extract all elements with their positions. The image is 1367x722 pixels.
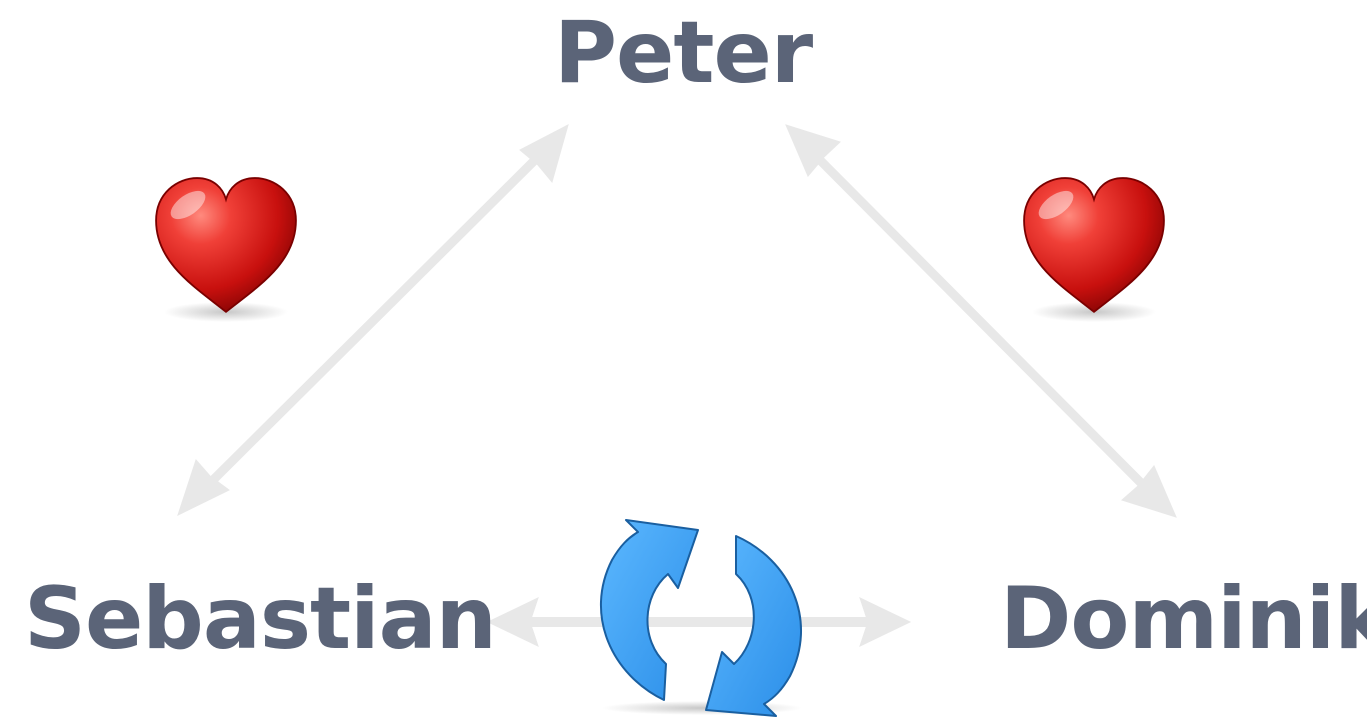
person-name-dominik: Dominik: [1000, 569, 1367, 669]
person-name-sebastian: Sebastian: [24, 569, 497, 669]
arrow-peter-sebastian: [177, 124, 569, 516]
heart-icon: [155, 177, 297, 322]
heart-icon: [1023, 177, 1165, 322]
person-name-peter: Peter: [554, 3, 813, 103]
arrow-sebastian-dominik: [486, 597, 912, 647]
refresh-cycle-icon: [599, 519, 802, 717]
arrow-peter-dominik: [785, 124, 1177, 518]
